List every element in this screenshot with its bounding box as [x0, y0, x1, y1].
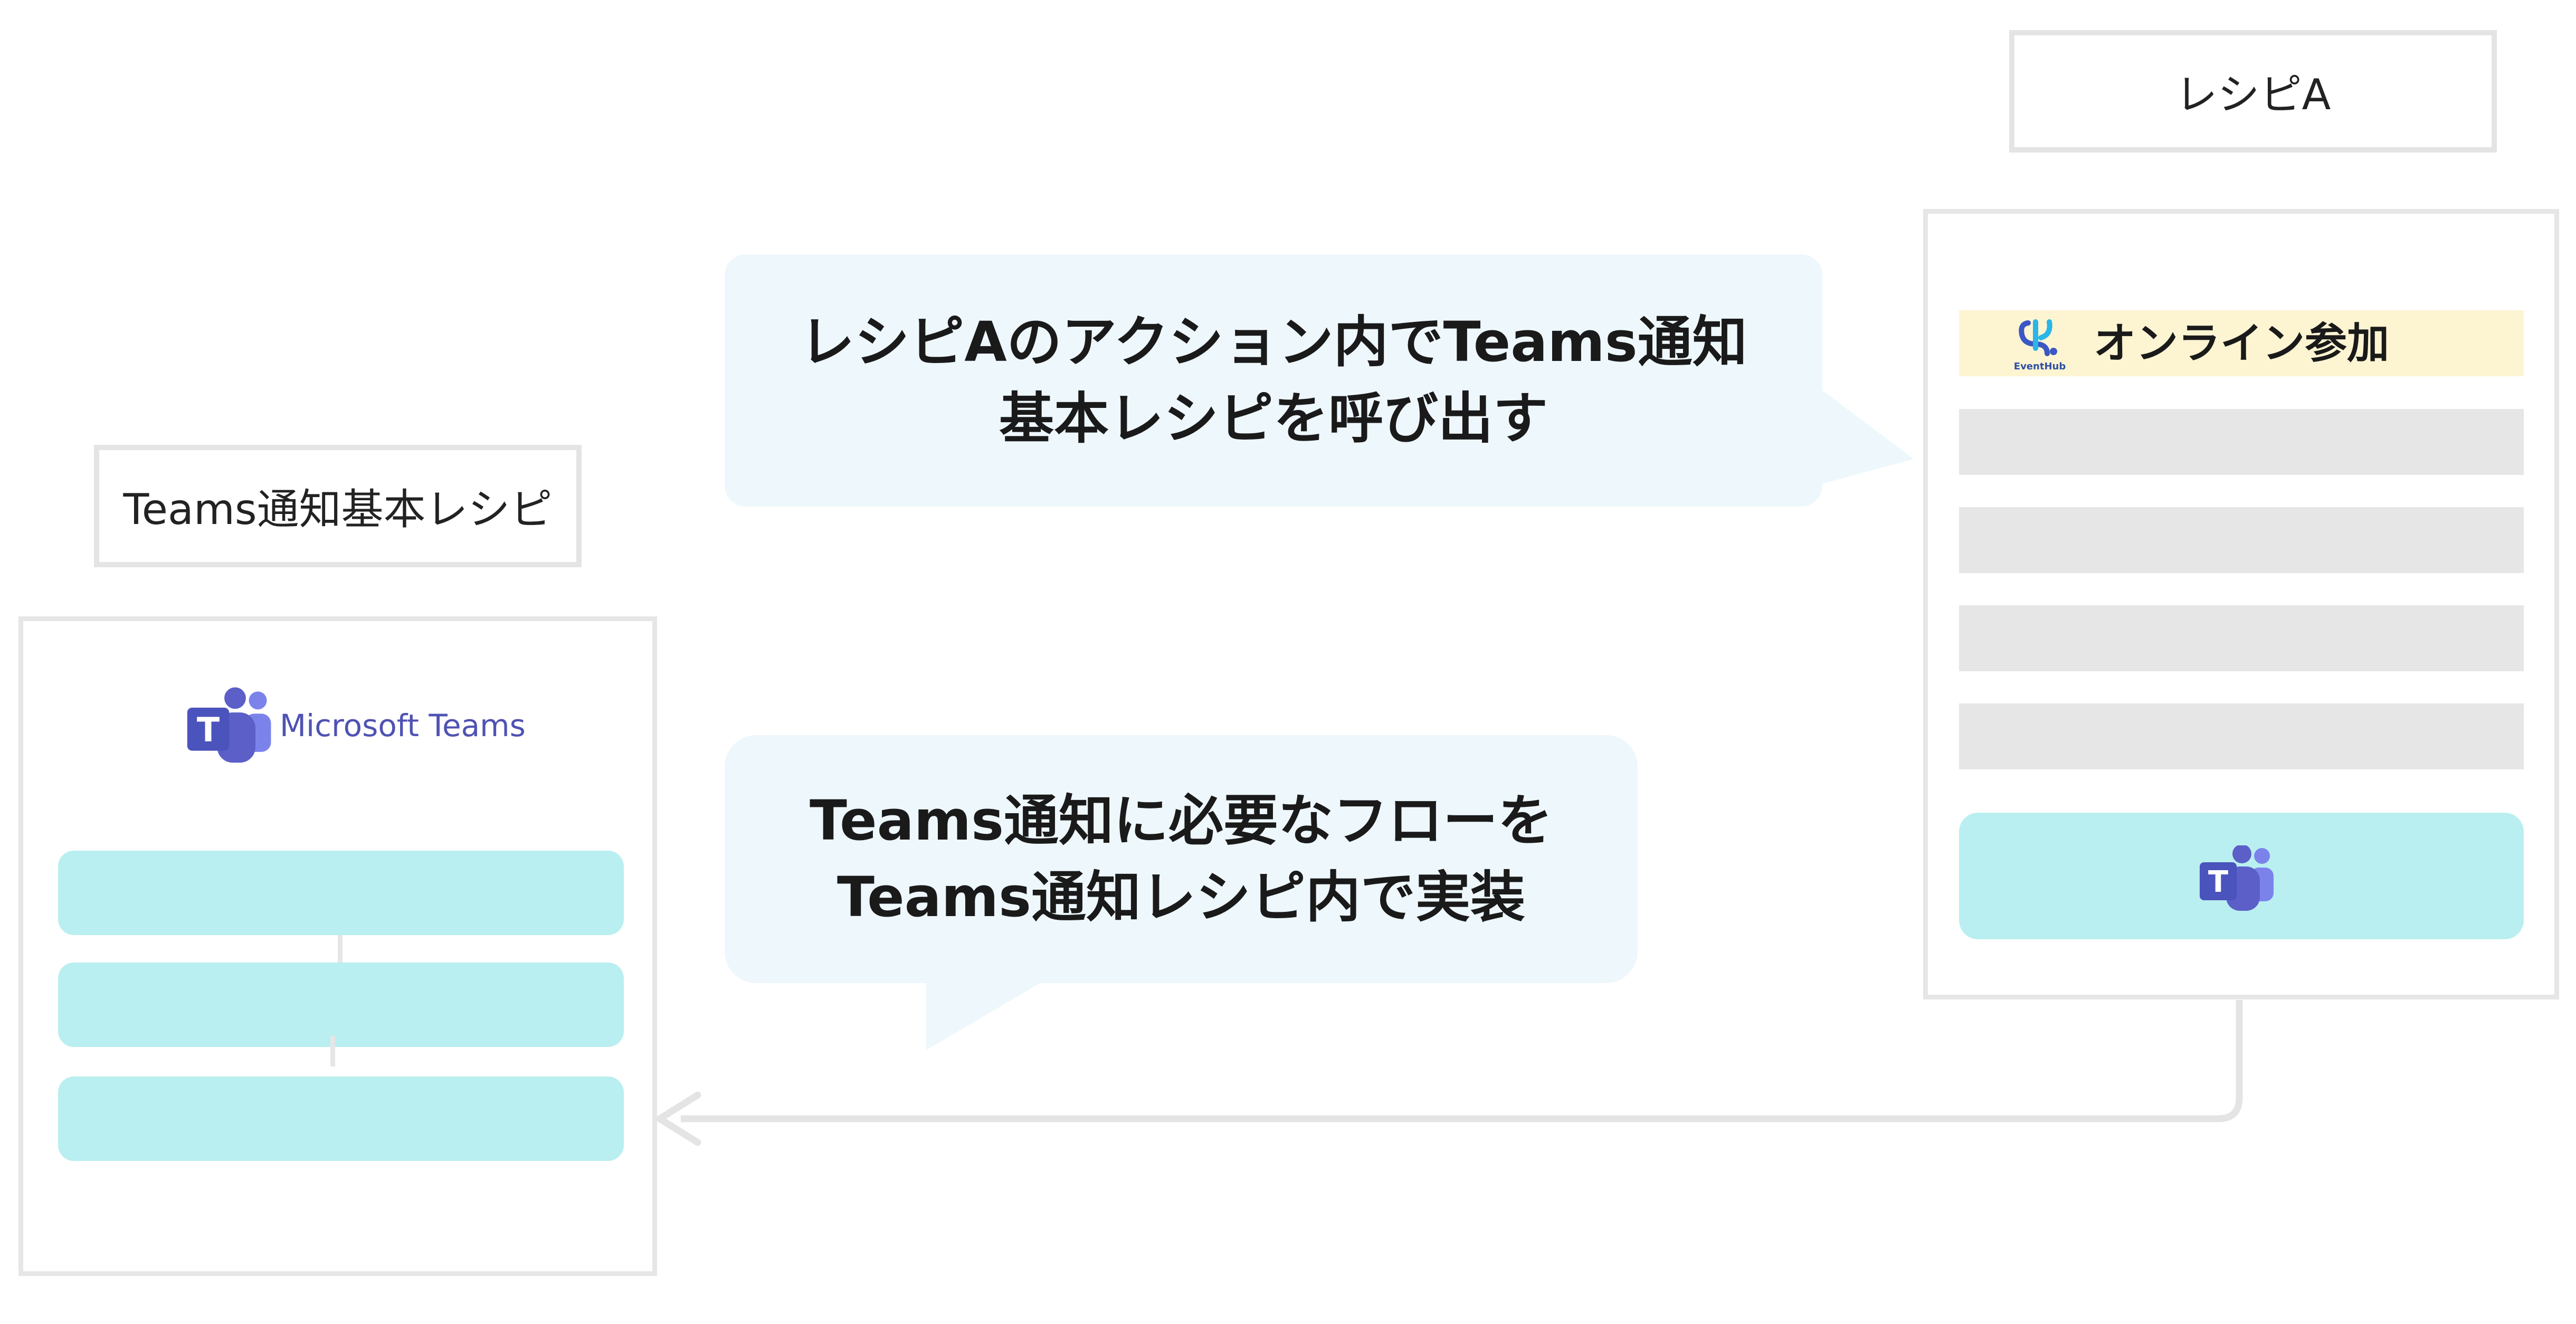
teams-recipe-label-text: Teams通知基本レシピ [123, 485, 553, 534]
recipe-a-step-3[interactable] [1959, 605, 2524, 671]
teams-brand: T Microsoft Teams [184, 686, 564, 765]
bubble-bottom-tail [926, 971, 1061, 1050]
bubble-top: レシピAのアクション内でTeams通知 基本レシピを呼び出す [725, 254, 1822, 507]
teams-recipe-step-3[interactable] [58, 1077, 624, 1161]
teams-icon: T [2200, 845, 2274, 911]
bubble-bottom: Teams通知に必要なフローを Teams通知レシピ内で実装 [725, 735, 1638, 983]
bubble-bottom-line-1: Teams通知に必要なフローを [809, 788, 1553, 853]
svg-text:T: T [197, 710, 220, 749]
eventhub-logo-icon: EventHub [2014, 319, 2066, 372]
bubble-bottom-line-2: Teams通知レシピ内で実装 [837, 865, 1526, 929]
recipe-a-step-4[interactable] [1959, 703, 2524, 769]
microsoft-teams-brand-text: Microsoft Teams [280, 708, 526, 744]
microsoft-teams-icon: T [187, 687, 271, 763]
teams-recipe-label: Teams通知基本レシピ [94, 445, 582, 567]
recipe-a-step-1[interactable] [1959, 409, 2524, 475]
teams-recipe-step-2[interactable] [58, 963, 624, 1047]
svg-text:T: T [2208, 865, 2228, 899]
recipe-a-step-2[interactable] [1959, 507, 2524, 573]
teams-recipe-step-1[interactable] [58, 851, 624, 935]
eventhub-action-bar[interactable]: EventHub オンライン参加 [1959, 310, 2524, 376]
recipe-a-teams-action[interactable]: T [1959, 813, 2524, 939]
bubble-top-line-2: 基本レシピを呼び出す [999, 386, 1548, 451]
teams-recipe-connector-1 [338, 935, 343, 963]
bubble-top-line-1: レシピAのアクション内でTeams通知 [800, 310, 1747, 374]
teams-recipe-connector-2 [330, 1036, 335, 1066]
bubble-top-tail [1815, 385, 1914, 485]
eventhub-logo-text: EventHub [2014, 361, 2066, 372]
eventhub-action-title: オンライン参加 [2094, 319, 2389, 368]
recipe-a-label: レシピA [2009, 30, 2497, 153]
recipe-a-label-text: レシピA [2175, 70, 2331, 119]
